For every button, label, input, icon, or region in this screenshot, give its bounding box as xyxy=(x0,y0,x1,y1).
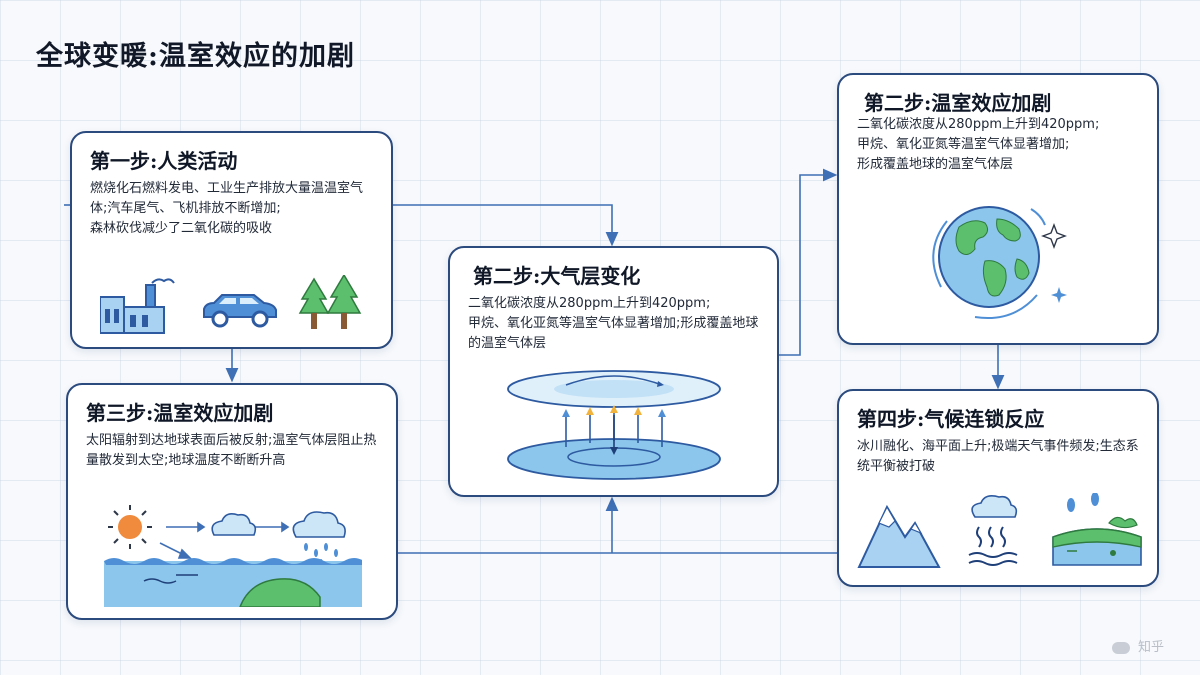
card-step2-atmosphere: 第二步:大气层变化 二氧化碳浓度从280ppm上升到420ppm; 甲烷、氧化亚… xyxy=(448,246,779,497)
card-step2-center-line: 二氧化碳浓度从280ppm上升到420ppm; xyxy=(468,296,711,311)
card-step1-human-activity: 第一步:人类活动 燃烧化石燃料发电、工业生产排放大量温温室气体;汽车尾气、飞机排… xyxy=(70,131,393,349)
card-step3-title: 第三步:温室效应加剧 xyxy=(86,401,274,425)
card-step2-center-line: 甲烷、氧化亚氮等温室气体显著增加;形成覆盖地球的温室气体层 xyxy=(468,316,759,351)
heat-wave-cloud-icon xyxy=(968,495,1018,566)
orbit-arrows-icon xyxy=(932,208,1046,319)
step3-illustration xyxy=(104,505,362,607)
zhihu-logo-icon xyxy=(1111,641,1130,654)
step1-illustration xyxy=(100,275,362,334)
cloud-icon xyxy=(211,513,257,536)
card-step1-line: 森林砍伐减少了二氧化碳的吸收 xyxy=(90,221,273,236)
card-step3-greenhouse: 第三步:温室效应加剧 太阳辐射到达地球表面后被反射;温室气体层阻止热量散发到太空… xyxy=(66,383,398,620)
step4-illustration xyxy=(857,493,1142,568)
card-step2-right-body: 二氧化碳浓度从280ppm上升到420ppm; 甲烷、氧化亚氮等温室气体显著增加… xyxy=(857,115,1141,175)
globe-icon xyxy=(938,206,1040,308)
watermark: 知乎 xyxy=(1111,636,1164,655)
card-step2-center-title: 第二步:大气层变化 xyxy=(473,264,641,288)
sparkle-icon xyxy=(1041,223,1067,249)
card-step2-center-body: 二氧化碳浓度从280ppm上升到420ppm; 甲烷、氧化亚氮等温室气体显著增加… xyxy=(468,294,761,354)
watermark-text: 知乎 xyxy=(1137,640,1164,655)
card-step2-right-line: 形成覆盖地球的温室气体层 xyxy=(857,157,1014,172)
atmosphere-layer-icon xyxy=(507,370,721,408)
card-step3-line: 太阳辐射到达地球表面后被反射;温室气体层阻止热量散发到太空;地球温度不断断升高 xyxy=(86,433,377,468)
trees-icon xyxy=(298,275,362,329)
card-step3-body: 太阳辐射到达地球表面后被反射;温室气体层阻止热量散发到太空;地球温度不断断升高 xyxy=(86,431,380,471)
ocean-icon xyxy=(104,558,362,607)
card-step4-line: 冰川融化、海平面上升;极端天气事件频发;生态系统平衡被打破 xyxy=(857,439,1139,474)
card-step1-body: 燃烧化石燃料发电、工业生产排放大量温温室气体;汽车尾气、飞机排放不断增加; 森林… xyxy=(90,179,375,239)
card-step1-line: 燃烧化石燃料发电、工业生产排放大量温温室气体;汽车尾气、飞机排放不断增加; xyxy=(90,181,364,216)
card-step1-title: 第一步:人类活动 xyxy=(90,149,238,173)
connector-center-to-right xyxy=(779,168,838,356)
sparkle-small-icon xyxy=(1051,287,1067,303)
car-icon xyxy=(203,294,277,328)
card-step2-right-title: 第二步:温室效应加剧 xyxy=(864,91,1052,115)
glacier-mountain-icon xyxy=(857,504,941,568)
rain-cloud-icon xyxy=(292,511,346,567)
page-title: 全球变暖:温室效应的加剧 xyxy=(36,41,355,72)
card-step4-body: 冰川融化、海平面上升;极端天气事件频发;生态系统平衡被打破 xyxy=(857,437,1141,477)
card-step4-climate-chain: 第四步:气候连锁反应 冰川融化、海平面上升;极端天气事件频发;生态系统平衡被打破 xyxy=(837,389,1159,587)
factory-icon xyxy=(100,278,175,334)
card-step2-greenhouse-intensify: 第二步:温室效应加剧 二氧化碳浓度从280ppm上升到420ppm; 甲烷、氧化… xyxy=(837,73,1159,345)
atmosphere-layer-illustration xyxy=(507,370,721,480)
card-step4-title: 第四步:气候连锁反应 xyxy=(857,407,1045,431)
card-step2-right-line: 甲烷、氧化亚氮等温室气体显著增加; xyxy=(857,137,1070,152)
connector-step1-to-center xyxy=(393,204,619,247)
sun-icon xyxy=(108,505,152,549)
card-step2-right-line: 二氧化碳浓度从280ppm上升到420ppm; xyxy=(857,117,1100,132)
globe-illustration xyxy=(932,206,1067,319)
ecosystem-icon xyxy=(1052,493,1142,566)
heat-arrows-icon xyxy=(562,405,666,455)
